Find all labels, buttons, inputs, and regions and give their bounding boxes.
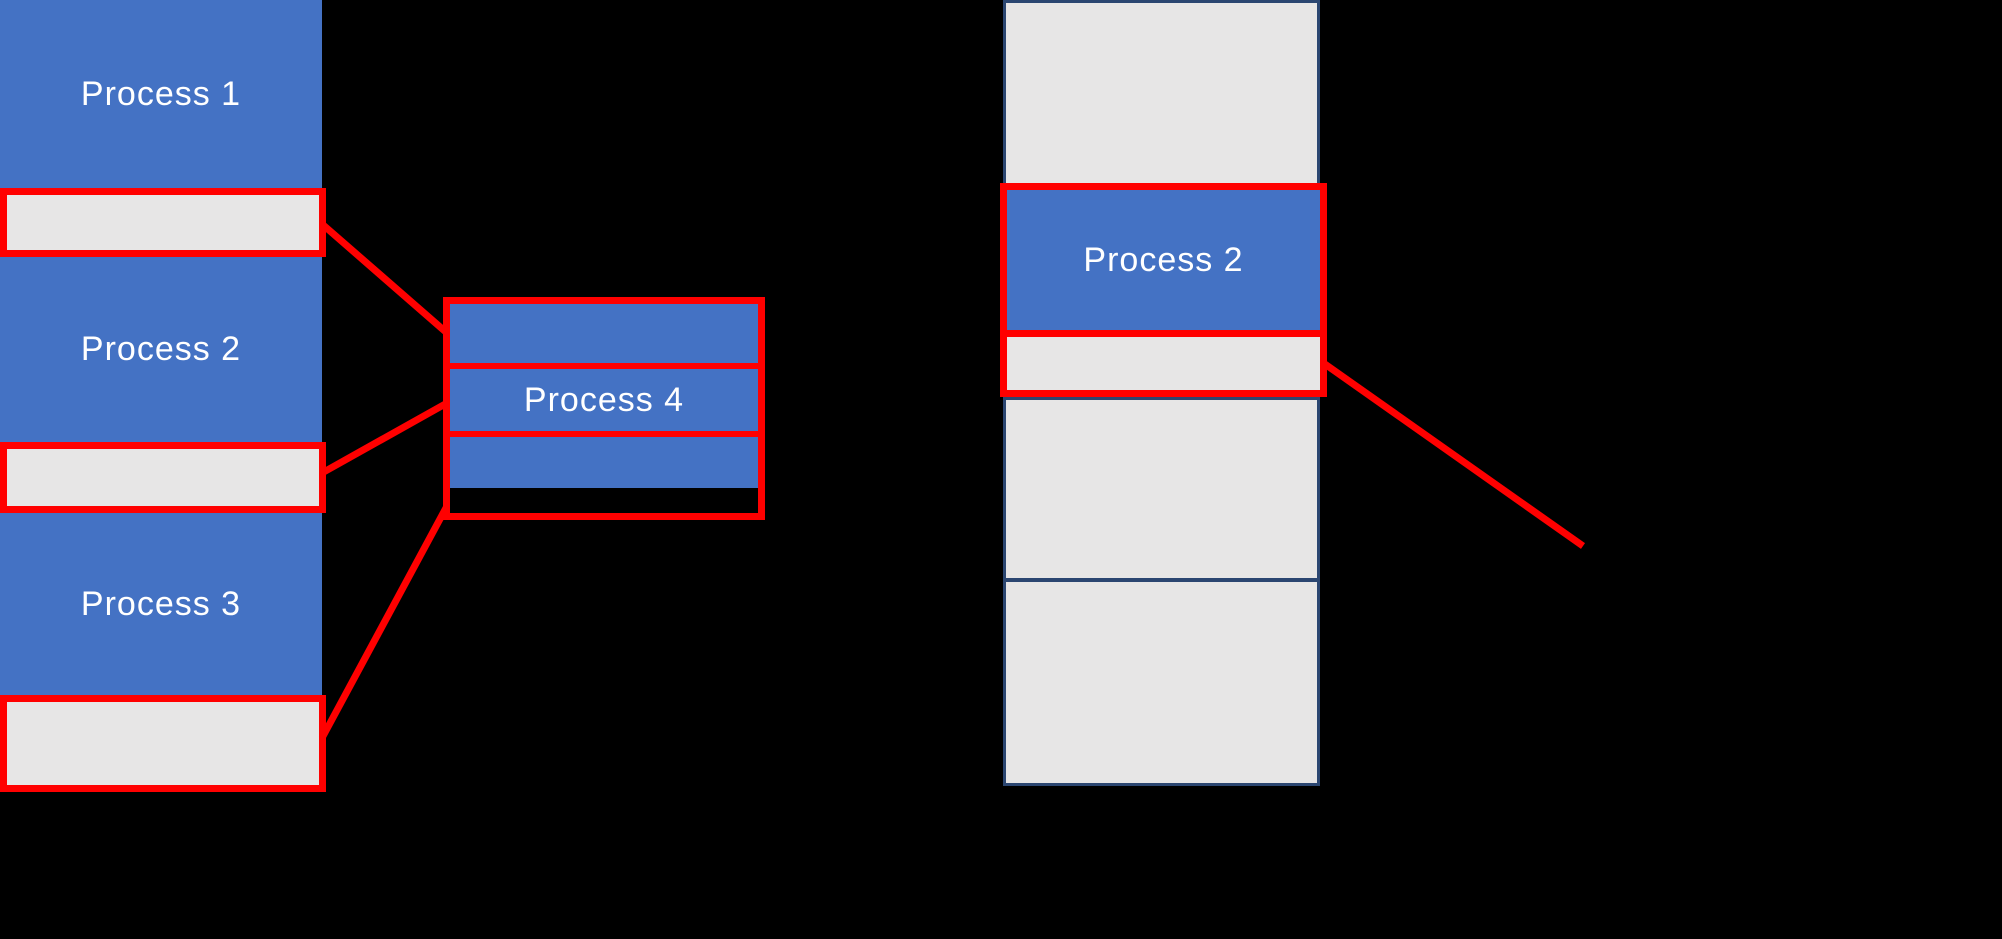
internal-fragment-block <box>1007 337 1320 390</box>
connector-line-fragment3-to-process4 <box>318 504 451 740</box>
connector-line-fragment1-to-process4 <box>319 221 450 336</box>
allocated-gray-block-bottom <box>1003 579 1320 786</box>
process-4-strip-2: Process 4 <box>450 369 758 431</box>
process-4-label: Process 4 <box>523 380 685 419</box>
allocated-gray-block-middle <box>1003 397 1320 581</box>
connector-line-internal-fragment-callout <box>1319 359 1586 549</box>
free-fragment-1 <box>0 188 326 257</box>
red-divider <box>450 363 758 369</box>
process-4-strip-3 <box>450 437 758 488</box>
process-2-after-label: Process 2 <box>1083 240 1244 279</box>
process-4-strip-1 <box>450 304 758 363</box>
process-3-label: Process 3 <box>80 584 242 623</box>
process-2-block: Process 2 <box>0 257 322 442</box>
process-3-block: Process 3 <box>0 513 322 695</box>
process-1-block: Process 1 <box>0 0 322 188</box>
process-2-label: Process 2 <box>80 330 242 368</box>
process-1-label: Process 1 <box>80 74 242 113</box>
allocated-gray-block-top <box>1003 0 1320 186</box>
red-divider <box>450 431 758 437</box>
free-fragment-2 <box>0 442 326 513</box>
connector-line-fragment2-to-process4 <box>320 399 449 477</box>
red-divider <box>1007 330 1320 337</box>
process-2-after-block: Process 2 <box>1007 190 1320 330</box>
free-fragment-3 <box>0 695 326 792</box>
process-4-merged-box: Process 4 <box>443 297 765 520</box>
process-2-highlight-rect: Process 2 <box>1000 183 1327 397</box>
